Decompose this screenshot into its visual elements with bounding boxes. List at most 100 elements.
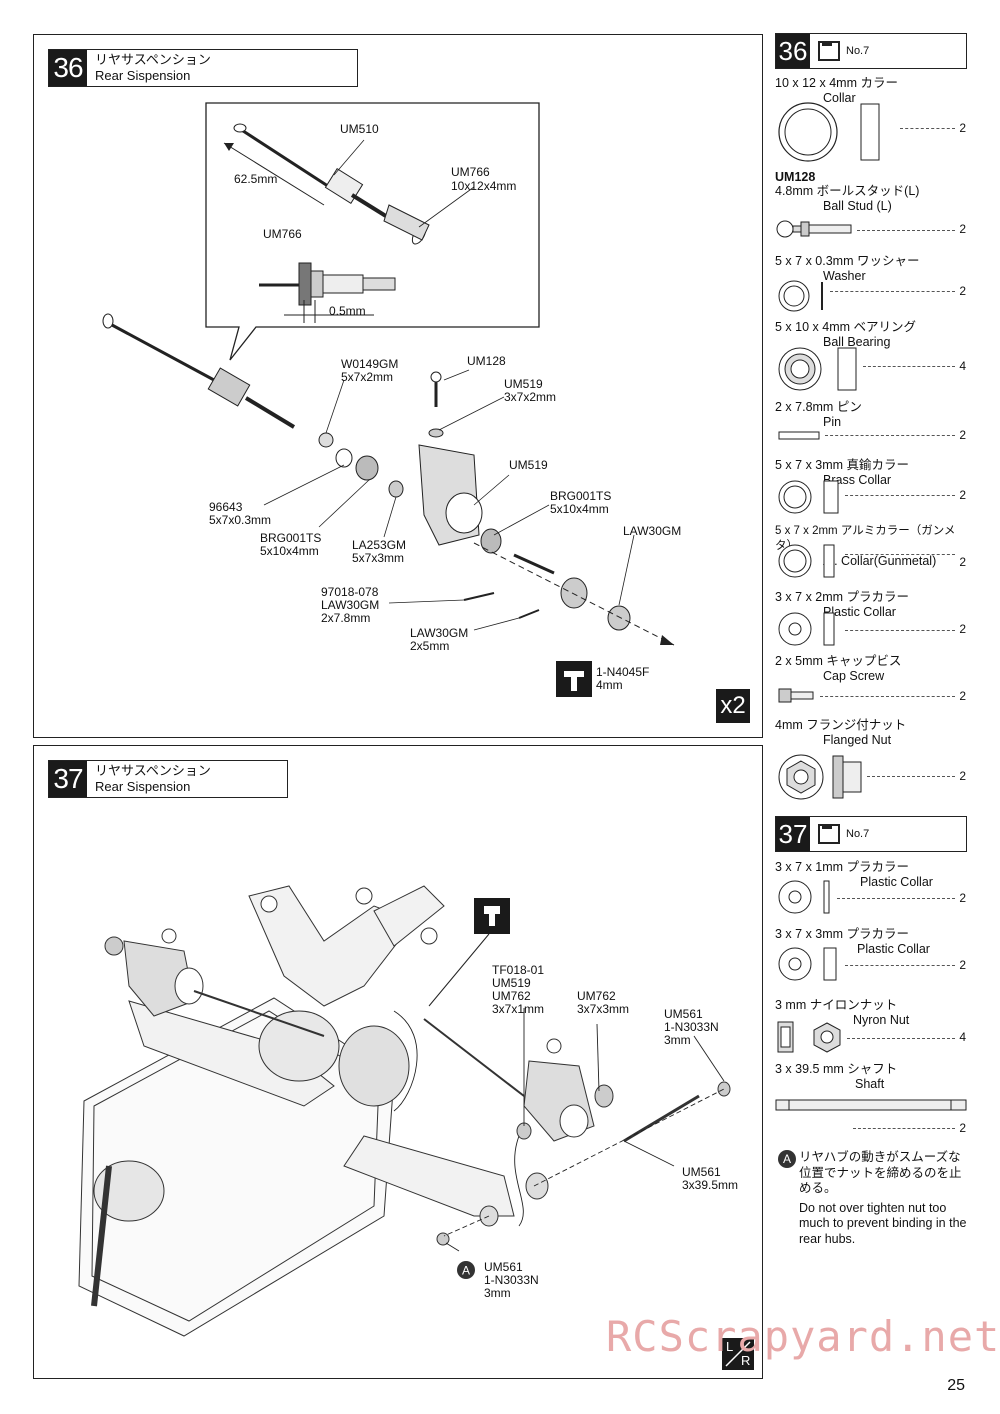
part-cap-screw: 2 x 5mm キャップビス Cap Screw 2 (775, 654, 970, 710)
pin-icon (778, 431, 820, 440)
label-um561a-size: 3mm (664, 1033, 691, 1047)
nylon-nut-icon (777, 1021, 841, 1053)
part-qty: 2 (959, 428, 966, 442)
label-um762: UM762 (577, 989, 616, 1003)
part-qty: 2 (959, 284, 966, 298)
step-37-illustration: A (78, 885, 731, 1337)
part-spec: 5 x 7 x 3mm 真鍮カラー (775, 458, 910, 472)
parts-step-number: 36 (776, 34, 810, 68)
al-collar-icon (778, 544, 835, 578)
part-spec: 3 x 39.5 mm シャフト (775, 1062, 898, 1076)
part-plastic-collar-3mm: 3 x 7 x 3mm プラカラー Plastic Collar 2 (775, 927, 970, 989)
label-um519a: UM519 (504, 377, 543, 391)
part-brass-collar: 5 x 7 x 3mm 真鍮カラー Brass Collar 2 (775, 458, 970, 518)
step-number: 37 (49, 761, 87, 797)
part-qty: 2 (959, 121, 966, 135)
step-title-en: Rear Sispension (95, 68, 191, 83)
label-la253: LA253GM (352, 538, 407, 552)
label-tool: 1-N4045F (596, 665, 650, 679)
label-brg1-size: 5x10x4mm (550, 502, 609, 516)
part-al-collar: 5 x 7 x 2mm アルミカラー（ガンメタ） Al. Collar(Gunm… (775, 524, 970, 584)
parts-list-36-header: 36 No.7 (775, 33, 967, 69)
part-qty: 2 (959, 891, 966, 905)
step-title-en: Rear Sispension (95, 779, 191, 794)
bag-icon (818, 41, 840, 61)
part-name: Plastic Collar (857, 942, 930, 956)
part-name: Brass Collar (823, 473, 892, 487)
label-brg2-size: 5x10x4mm (260, 544, 319, 558)
label-um561b-size: 3x39.5mm (682, 1178, 739, 1192)
label-um561a-nut: 1-N3033N (664, 1020, 719, 1034)
part-spec: 3 x 7 x 1mm プラカラー (775, 860, 910, 874)
step-36-illustration (102, 102, 675, 697)
part-spec: 10 x 12 x 4mm カラー (775, 76, 898, 90)
part-flanged-nut: 4mm フランジ付ナット Flanged Nut 2 (775, 718, 970, 802)
part-name: Flanged Nut (823, 733, 892, 747)
label-tool-size: 4mm (596, 678, 623, 692)
flanged-nut-icon (778, 754, 862, 800)
page-number: 25 (947, 1377, 965, 1394)
label-w0149: W0149GM (341, 357, 399, 371)
note-en: Do not over tighten nut too much to prev… (799, 1200, 967, 1246)
l-glyph: L (726, 1339, 734, 1354)
label-um519a-size: 3x7x2mm (504, 390, 557, 404)
part-plastic-collar: 3 x 7 x 2mm プラカラー Plastic Collar 2 (775, 590, 970, 650)
plastic-collar-icon (778, 947, 837, 981)
part-shaft: 3 x 39.5 mm シャフト Shaft 2 (775, 1062, 970, 1138)
label-w0149-size: 5x7x2mm (341, 370, 394, 384)
label-um561b: UM561 (682, 1165, 721, 1179)
cap-screw-icon (778, 688, 814, 703)
bag-number: No.7 (846, 45, 870, 57)
part-spec: 2 x 7.8mm ピン (775, 400, 862, 414)
label-um561a: UM561 (664, 1007, 703, 1021)
part-spec: 5 x 10 x 4mm ベアリング (775, 320, 916, 334)
bag-number: No.7 (846, 828, 870, 840)
label-um510: UM510 (340, 122, 379, 136)
part-spec: 5 x 7 x 0.3mm ワッシャー (775, 254, 920, 268)
part-spec: 4.8mm ボールスタッド(L) (775, 184, 920, 198)
step-number: 36 (49, 50, 87, 86)
part-washer: 5 x 7 x 0.3mm ワッシャー Washer 2 (775, 254, 970, 316)
part-spec: 3 x 7 x 2mm プラカラー (775, 590, 910, 604)
washer-icon (778, 280, 823, 312)
part-spec: 3 x 7 x 3mm プラカラー (775, 927, 910, 941)
parts-list-37-header: 37 No.7 (775, 816, 967, 852)
note-marker: A (778, 1150, 796, 1168)
label-um128: UM128 (467, 354, 506, 368)
bag-icon (818, 824, 840, 844)
left-right-badge: L/R L R (722, 1338, 754, 1370)
label-length: 62.5mm (234, 172, 278, 186)
label-96643: 96643 (209, 500, 243, 514)
part-ball-stud: UM128 4.8mm ボールスタッド(L) Ball Stud (L) 2 (775, 170, 970, 245)
label-law30-screw-size: 2x5mm (410, 639, 450, 653)
shaft-icon (775, 1099, 967, 1111)
label-um766a-size: 10x12x4mm (451, 179, 517, 193)
brass-collar-icon (778, 480, 839, 514)
lr-text: L/R (722, 1338, 723, 1339)
part-name: Plastic Collar (860, 875, 933, 889)
part-qty: 2 (959, 488, 966, 502)
label-um561c-size: 3mm (484, 1286, 511, 1300)
plastic-collar-icon (778, 612, 835, 646)
assembly-note: A リヤハブの動きがスムーズな位置でナットを締めるのを止める。 Do not o… (778, 1150, 968, 1247)
part-name: Cap Screw (823, 669, 885, 683)
part-qty: 2 (959, 622, 966, 636)
part-name: Shaft (855, 1077, 885, 1091)
label-um561c: UM561 (484, 1260, 523, 1274)
label-um519: UM519 (492, 976, 531, 990)
label-um766b: UM766 (263, 227, 302, 241)
step-37-panel: 37 リヤサスペンション Rear Sispension (33, 745, 763, 1379)
part-name: Washer (823, 269, 866, 283)
part-name: Plastic Collar (823, 605, 896, 619)
part-spec: 4mm フランジ付ナット (775, 718, 907, 732)
label-gap: 0.5mm (329, 304, 366, 318)
label-um762-size: 3x7x3mm (577, 1002, 630, 1016)
part-qty: 4 (959, 1030, 966, 1044)
part-spec: 2 x 5mm キャップビス (775, 654, 902, 668)
label-um762-a-size: 3x7x1mm (492, 1002, 545, 1016)
label-um519b: UM519 (509, 458, 548, 472)
label-um766a: UM766 (451, 165, 490, 179)
svg-text:A: A (462, 1264, 470, 1278)
label-pin-size: 2x7.8mm (321, 611, 371, 625)
part-qty: 2 (959, 689, 966, 703)
